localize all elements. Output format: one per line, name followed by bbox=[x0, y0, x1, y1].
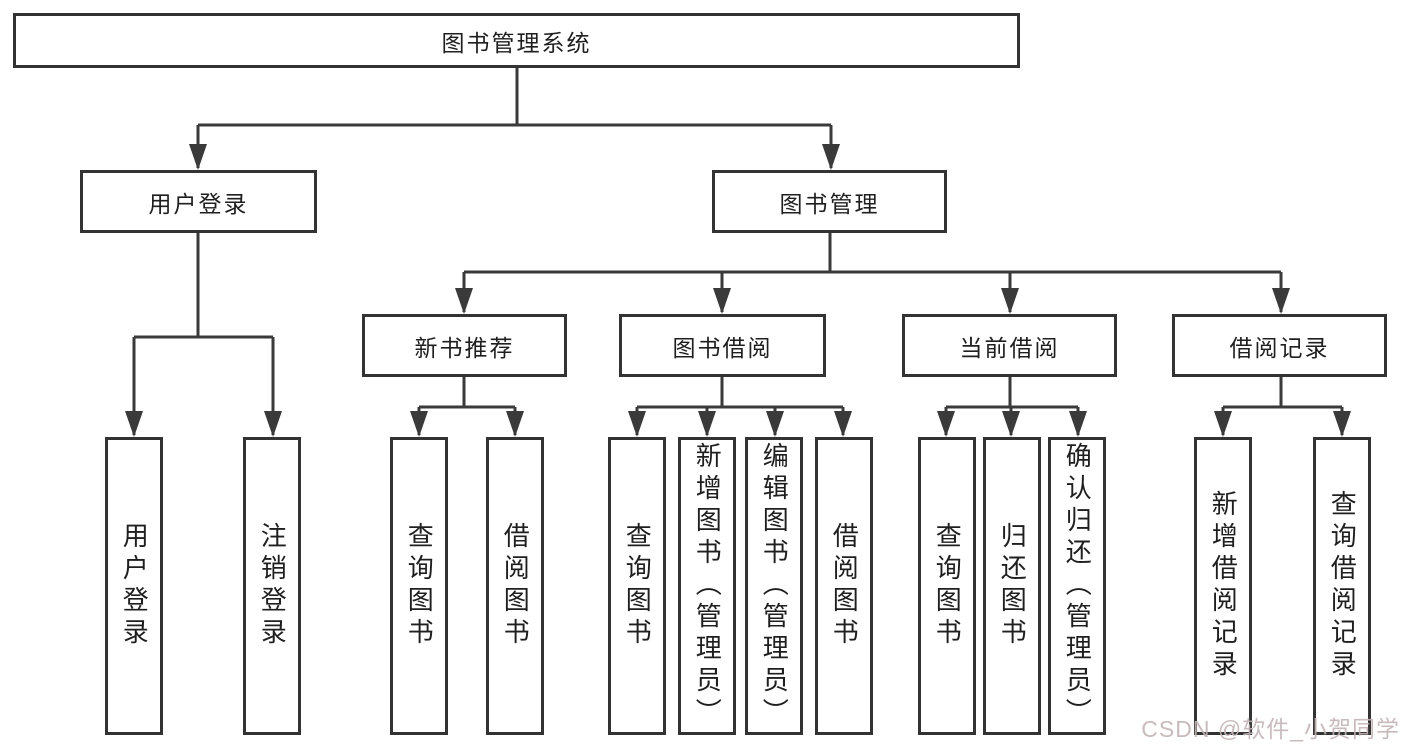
node-root-system: 图书管理系统 bbox=[13, 13, 1020, 68]
leaf-query-books-2: 查询图书 bbox=[608, 437, 666, 735]
leaf-add-book-admin: 新增图书（管理员） bbox=[678, 437, 736, 735]
node-root-label: 图书管理系统 bbox=[441, 29, 592, 56]
node-user-login-label: 用户登录 bbox=[148, 190, 249, 217]
node-new-book-recommend-label: 新书推荐 bbox=[414, 334, 515, 361]
leaf-borrow-books-1: 借阅图书 bbox=[486, 437, 544, 735]
leaf-edit-book-admin: 编辑图书（管理员） bbox=[745, 437, 803, 735]
node-borrow-records-label: 借阅记录 bbox=[1229, 334, 1330, 361]
node-borrow-records: 借阅记录 bbox=[1172, 314, 1387, 377]
node-user-login: 用户登录 bbox=[80, 170, 317, 233]
leaf-query-borrow-record: 查询借阅记录 bbox=[1313, 437, 1371, 735]
leaf-logout-login: 注销登录 bbox=[243, 437, 301, 735]
leaf-query-books-2-label: 查询图书 bbox=[622, 522, 653, 650]
node-book-management: 图书管理 bbox=[712, 170, 947, 233]
leaf-user-login: 用户登录 bbox=[105, 437, 163, 735]
node-current-borrowing-label: 当前借阅 bbox=[959, 334, 1060, 361]
leaf-borrow-books-2-label: 借阅图书 bbox=[829, 522, 860, 650]
leaf-query-books-1-label: 查询图书 bbox=[404, 522, 435, 650]
leaf-logout-login-label: 注销登录 bbox=[257, 522, 288, 650]
leaf-confirm-return-admin: 确认归还（管理员） bbox=[1048, 437, 1106, 735]
leaf-query-borrow-record-label: 查询借阅记录 bbox=[1327, 490, 1358, 682]
node-current-borrowing: 当前借阅 bbox=[902, 314, 1117, 377]
leaf-query-books-1: 查询图书 bbox=[390, 437, 448, 735]
leaf-borrow-books-2: 借阅图书 bbox=[815, 437, 873, 735]
leaf-return-books: 归还图书 bbox=[983, 437, 1041, 735]
leaf-query-books-3: 查询图书 bbox=[918, 437, 976, 735]
node-book-borrowing: 图书借阅 bbox=[619, 314, 826, 377]
leaf-add-borrow-record: 新增借阅记录 bbox=[1194, 437, 1252, 735]
arrowheads bbox=[125, 144, 1351, 437]
leaf-borrow-books-1-label: 借阅图书 bbox=[500, 522, 531, 650]
node-book-management-label: 图书管理 bbox=[779, 190, 880, 217]
leaf-add-book-admin-label: 新增图书（管理员） bbox=[692, 442, 723, 730]
leaf-return-books-label: 归还图书 bbox=[997, 522, 1028, 650]
node-book-borrowing-label: 图书借阅 bbox=[672, 334, 773, 361]
node-new-book-recommend: 新书推荐 bbox=[362, 314, 567, 377]
leaf-confirm-return-admin-label: 确认归还（管理员） bbox=[1062, 442, 1093, 730]
leaf-edit-book-admin-label: 编辑图书（管理员） bbox=[759, 442, 790, 730]
leaf-user-login-label: 用户登录 bbox=[119, 522, 150, 650]
csdn-watermark: CSDN @软件_小贺同学 bbox=[1141, 716, 1400, 742]
leaf-query-books-3-label: 查询图书 bbox=[932, 522, 963, 650]
leaf-add-borrow-record-label: 新增借阅记录 bbox=[1208, 490, 1239, 682]
